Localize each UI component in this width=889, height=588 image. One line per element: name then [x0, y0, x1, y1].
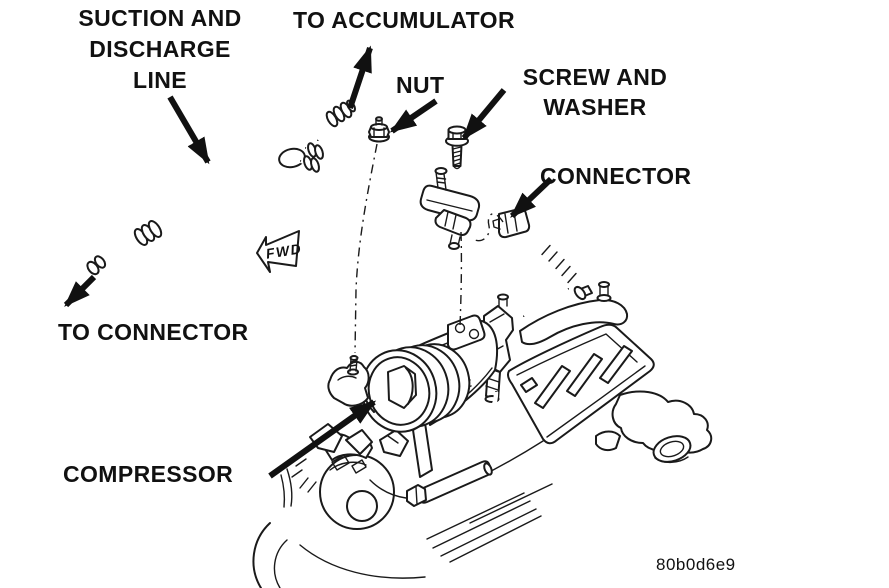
- to-connector-arrow: [63, 274, 97, 308]
- clutch-center-opening: [387, 365, 417, 409]
- nut-stud-cap: [375, 116, 383, 122]
- manifold-leader-line: [459, 231, 463, 327]
- block-rib-lines: [426, 483, 553, 563]
- manifold-assembly: [300, 142, 481, 250]
- rod-hex-facet: [415, 486, 418, 505]
- wire-end-cap: [573, 285, 587, 301]
- part-number: 80b0d6e9: [656, 555, 736, 574]
- clutch-opening-shade: [405, 367, 414, 405]
- flange-arc: [654, 456, 689, 464]
- pump-arc: [329, 461, 367, 471]
- front-mount-bracket: [327, 360, 370, 407]
- tube-crimp-4: [310, 157, 320, 173]
- label-connector: CONNECTOR: [540, 163, 692, 189]
- valve-cover-rib-2: [566, 353, 603, 397]
- stud-cap: [349, 355, 359, 361]
- block-curve: [369, 479, 407, 499]
- heater-tube-core: [522, 287, 569, 318]
- arm-bolt-base: [596, 294, 612, 302]
- valve-cover-inner-edge: [516, 333, 638, 376]
- pan-curve: [299, 544, 426, 579]
- fwd-badge: [256, 230, 300, 273]
- label-nut: NUT: [396, 72, 445, 98]
- valve-cover-rib-1: [534, 365, 571, 409]
- screw-threads: [452, 146, 462, 166]
- rod-end-cap: [483, 462, 493, 476]
- label-suction-discharge-line: SUCTION AND DISCHARGE LINE: [40, 3, 280, 96]
- front-mount-arc: [337, 375, 357, 381]
- left-arcs: [280, 468, 293, 508]
- manifold-stud: [435, 171, 447, 191]
- arm-bolt-cap: [598, 281, 610, 288]
- compressor-arrow: [268, 399, 377, 479]
- label-line: WASHER: [543, 94, 647, 120]
- bracket-bolt-cap: [497, 293, 509, 301]
- valve-cover-notch: [520, 377, 538, 393]
- hose-tip-ring: [93, 255, 107, 269]
- screw-arrow: [461, 88, 507, 141]
- water-pump-hub: [346, 490, 378, 522]
- hose-junction-loop: [278, 147, 306, 169]
- nut-leader-line: [354, 143, 378, 354]
- label-arrows: [63, 45, 554, 479]
- connector-wire-core: [522, 228, 583, 294]
- valve-cover-rib-3: [599, 345, 633, 384]
- hose-main-core: [148, 146, 297, 236]
- plug-tab: [492, 218, 501, 230]
- pressure-switch: [434, 209, 472, 236]
- label-screw-and-washer: SCREW AND WASHER: [505, 62, 685, 122]
- exhaust-manifold: [611, 390, 713, 454]
- nut-part: [368, 116, 390, 143]
- hose-ferrule-3: [147, 220, 163, 238]
- fwd-arrow-badge: [256, 230, 300, 273]
- label-line: LINE: [133, 67, 187, 93]
- label-compressor: COMPRESSOR: [63, 461, 234, 487]
- boss-detail: [387, 435, 399, 444]
- label-to-connector: TO CONNECTOR: [58, 319, 249, 345]
- block-slots: [331, 454, 367, 474]
- crank-pulley-arc-1: [252, 522, 271, 588]
- label-to-accumulator: TO ACCUMULATOR: [293, 7, 515, 33]
- connector-part: [492, 207, 587, 301]
- nut-arrow: [389, 98, 438, 134]
- boss-hole-2: [468, 328, 480, 340]
- connector-leader-line: [472, 213, 504, 242]
- crank-pulley-arc-2: [273, 539, 288, 588]
- screw-head-top: [447, 125, 467, 135]
- suction-line-arrow: [167, 95, 211, 165]
- screw-tip: [452, 165, 462, 170]
- leader-lines: [354, 143, 504, 354]
- manifold-runner: [595, 430, 621, 452]
- tube-lower-core: [300, 158, 432, 207]
- switch-ribs: [444, 211, 457, 230]
- compressor-part: [327, 293, 514, 433]
- engine-assembly: [252, 281, 713, 588]
- wire-ribs: [541, 244, 577, 284]
- label-line: SUCTION AND: [78, 5, 242, 31]
- block-boss-2: [345, 429, 373, 455]
- label-line: SCREW AND: [522, 64, 668, 90]
- exhaust-flange-inner: [659, 440, 685, 458]
- valve-cover-bottom-line: [546, 365, 646, 438]
- manifold-block-line: [426, 199, 473, 212]
- engine-bracket-arm: [519, 298, 629, 346]
- nut-facets: [373, 127, 385, 137]
- tube-crimp-2: [314, 144, 324, 160]
- stud-threads: [349, 358, 358, 372]
- manifold-stud-cap: [434, 167, 448, 175]
- suction-discharge-hose: [86, 146, 306, 276]
- switch-stem-cap: [448, 242, 460, 250]
- nut-top: [370, 123, 388, 131]
- connector-arrow: [509, 176, 554, 219]
- label-line: DISCHARGE: [89, 36, 231, 62]
- to-accumulator-arrow: [347, 45, 373, 109]
- block-boss-3: [379, 429, 409, 457]
